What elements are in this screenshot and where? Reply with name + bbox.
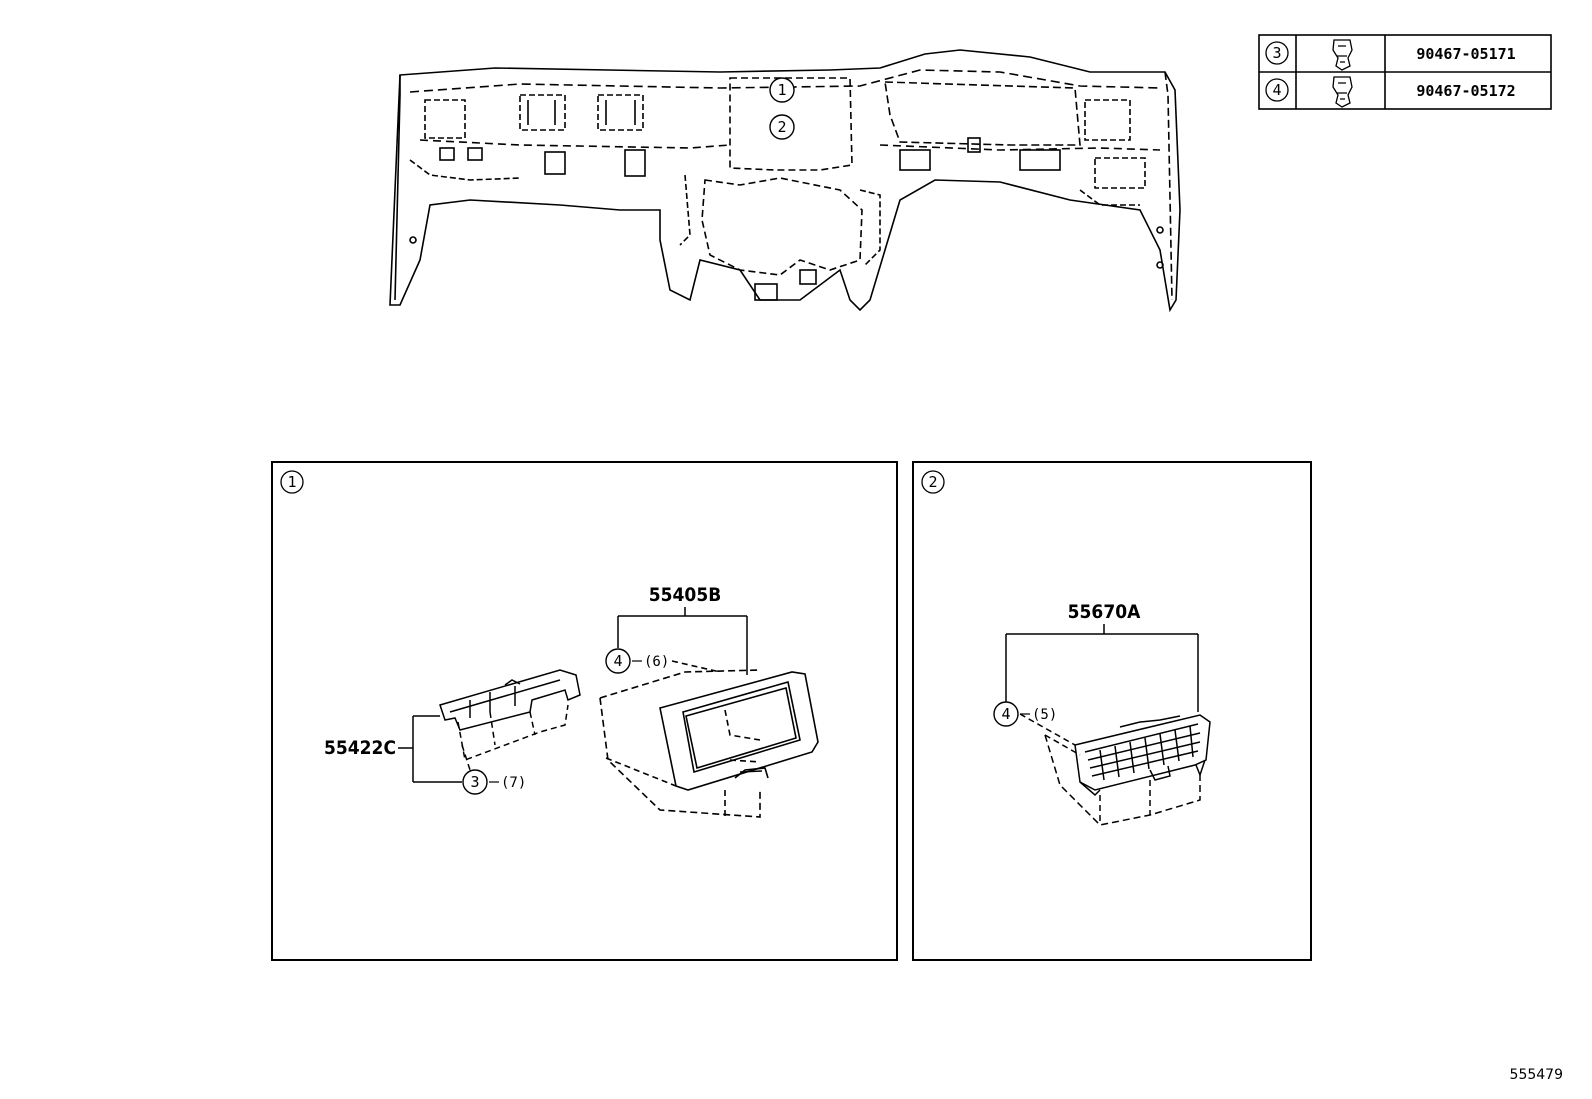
dashboard-illustration bbox=[389, 49, 1181, 313]
clip-icon bbox=[1332, 76, 1353, 108]
svg-text:(7): (7) bbox=[501, 775, 526, 791]
svg-text:3: 3 bbox=[1272, 44, 1281, 62]
control-panel-part-label: 55670A bbox=[1068, 601, 1141, 623]
parts-table: 3 90467-05171 4 90467-05172 bbox=[1258, 34, 1552, 110]
illustration-id: 555479 bbox=[1510, 1067, 1563, 1083]
upper-panel-part-label: 55422C bbox=[324, 737, 396, 759]
svg-text:1: 1 bbox=[287, 473, 296, 491]
parts-table-row: 3 90467-05171 bbox=[1265, 39, 1516, 71]
climate-control-panel-illustration bbox=[1019, 713, 1211, 826]
svg-text:2: 2 bbox=[777, 118, 786, 136]
detail-box-1: 1 55405B 4 (6) bbox=[271, 461, 898, 961]
clip-icon bbox=[1332, 39, 1353, 71]
svg-text:1: 1 bbox=[777, 81, 786, 99]
svg-text:90467-05172: 90467-05172 bbox=[1416, 82, 1515, 100]
display-bezel-illustration bbox=[599, 660, 819, 818]
svg-text:(6): (6) bbox=[644, 654, 669, 670]
svg-text:3: 3 bbox=[470, 773, 479, 791]
upper-panel-illustration bbox=[439, 669, 581, 771]
dashboard-callout-1: 1 bbox=[769, 77, 795, 103]
detail-box-2: 2 55670A 4 (5) bbox=[912, 461, 1312, 961]
svg-text:4: 4 bbox=[1272, 81, 1281, 99]
dashboard-callout-2: 2 bbox=[769, 114, 795, 140]
svg-text:4: 4 bbox=[1001, 705, 1010, 723]
parts-table-row: 4 90467-05172 bbox=[1265, 76, 1516, 108]
svg-text:4: 4 bbox=[613, 652, 622, 670]
svg-text:(5): (5) bbox=[1032, 707, 1057, 723]
bezel-part-label: 55405B bbox=[649, 584, 722, 606]
svg-text:90467-05171: 90467-05171 bbox=[1416, 45, 1515, 63]
svg-text:2: 2 bbox=[928, 473, 937, 491]
